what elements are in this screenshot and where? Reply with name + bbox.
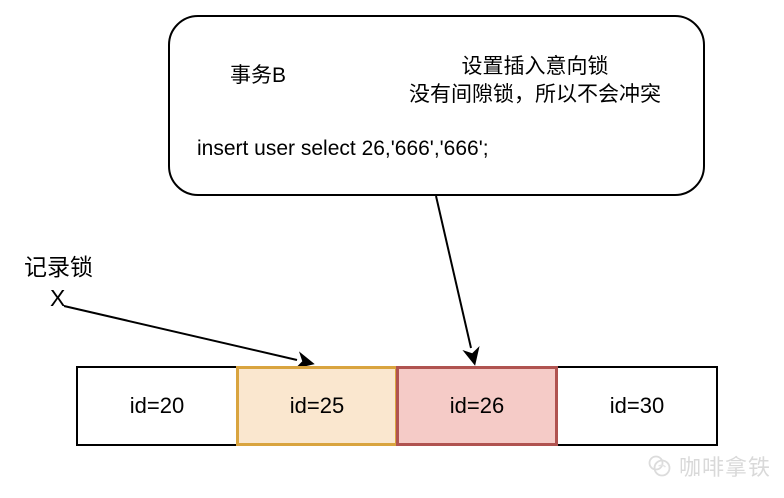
arrow-bubble-to-id26 xyxy=(435,195,480,366)
transaction-label: 事务B xyxy=(230,64,287,87)
record-cell-id20: id=20 xyxy=(76,366,238,446)
record-cell-id26: id=26 xyxy=(396,366,558,446)
lock-note-line1: 设置插入意向锁 xyxy=(461,55,609,78)
record-lock-label: 记录锁 xyxy=(24,254,93,280)
record-cell-id25: id=25 xyxy=(236,366,398,446)
arrow-xmark-to-id25 xyxy=(63,305,315,369)
lock-note-line2: 没有间隙锁，所以不会冲突 xyxy=(409,83,661,106)
watermark: 咖啡拿铁 xyxy=(646,450,771,482)
callout-bubble: 事务B 设置插入意向锁 没有间隙锁，所以不会冲突 insert user sel… xyxy=(168,15,705,196)
coffee-cup-icon xyxy=(648,455,671,477)
record-cell-id30: id=30 xyxy=(556,366,718,446)
record-lock-x-mark: X xyxy=(50,285,66,311)
lock-note: 设置插入意向锁 没有间隙锁，所以不会冲突 xyxy=(370,53,700,109)
record-row: id=20 id=25 id=26 id=30 xyxy=(76,366,718,446)
watermark-text: 咖啡拿铁 xyxy=(679,455,772,480)
sql-statement: insert user select 26,'666','666'; xyxy=(197,137,489,160)
